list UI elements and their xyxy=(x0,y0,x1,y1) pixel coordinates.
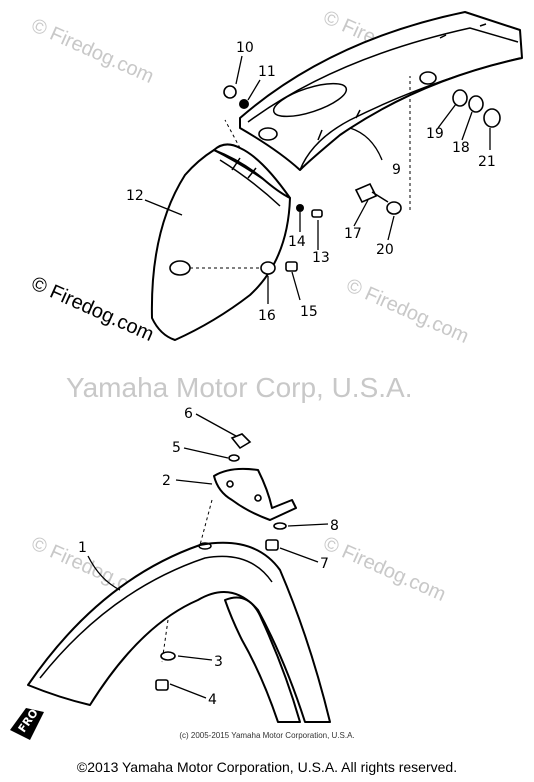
watermark-mid-right: © Firedog.com xyxy=(343,274,472,348)
copyright-main: ©2013 Yamaha Motor Corporation, U.S.A. A… xyxy=(76,759,458,775)
label-5: 5 xyxy=(172,440,181,456)
part-numbers: 1 2 3 4 5 6 7 8 9 10 11 12 13 14 15 16 1… xyxy=(78,40,496,708)
label-12: 12 xyxy=(126,188,144,204)
label-11: 11 xyxy=(258,64,276,80)
label-21: 21 xyxy=(478,154,496,170)
label-16: 16 xyxy=(258,308,276,324)
label-18: 18 xyxy=(452,140,470,156)
watermark-top-left: © Firedog.com xyxy=(28,14,157,88)
front-bracket xyxy=(155,433,297,691)
rear-fender xyxy=(239,11,523,171)
label-3: 3 xyxy=(214,654,223,670)
label-6: 6 xyxy=(184,406,193,422)
label-9: 9 xyxy=(392,162,401,178)
copyright-small: (c) 2005-2015 Yamaha Motor Corporation, … xyxy=(179,731,355,740)
label-4: 4 xyxy=(208,692,217,708)
label-19: 19 xyxy=(426,126,444,142)
watermark-bottom-right: © Firedog.com xyxy=(320,532,449,606)
watermark-firedog-dark: © Firedog.com xyxy=(28,272,157,346)
label-17: 17 xyxy=(344,226,362,242)
front-fender xyxy=(27,499,331,723)
label-20: 20 xyxy=(376,242,394,258)
label-8: 8 xyxy=(330,518,339,534)
leader-lines xyxy=(87,55,491,699)
label-1: 1 xyxy=(78,540,87,556)
label-7: 7 xyxy=(320,556,329,572)
rear-hardware xyxy=(223,76,501,275)
label-10: 10 xyxy=(236,40,254,56)
label-15: 15 xyxy=(300,304,318,320)
watermark-center: Yamaha Motor Corp, U.S.A. xyxy=(66,372,413,403)
label-14: 14 xyxy=(288,234,306,250)
label-13: 13 xyxy=(312,250,330,266)
label-2: 2 xyxy=(162,473,171,489)
rear-fender-lower xyxy=(150,119,291,341)
